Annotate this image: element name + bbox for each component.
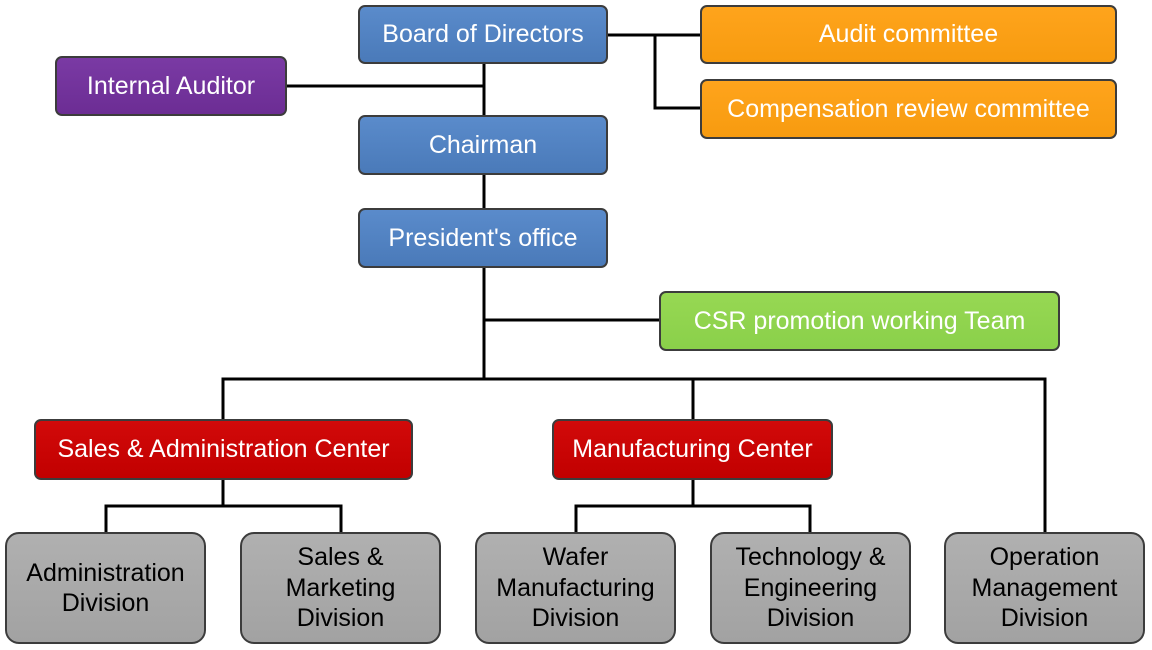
operation-management-division-line: Division [1000,604,1089,633]
sales-marketing-division-box: Sales & Marketing Division [240,532,441,644]
technology-engineering-division-line: Technology & [735,543,886,572]
wafer-manufacturing-division-line: Manufacturing [496,573,655,602]
compensation-review-committee-label: Compensation review committee [727,94,1090,123]
sales-administration-center-label: Sales & Administration Center [57,435,390,464]
manufacturing-center-label: Manufacturing Center [572,435,813,464]
sales-administration-center-box: Sales & Administration Center [34,419,413,480]
technology-engineering-division-box: Technology & Engineering Division [710,532,911,644]
csr-promotion-team-box: CSR promotion working Team [659,291,1060,351]
administration-division-line: Division [61,589,150,617]
technology-engineering-division-label: Technology & Engineering Division [735,542,885,634]
sales-marketing-division-label: Sales & Marketing Division [286,542,396,634]
internal-auditor-box: Internal Auditor [55,56,287,116]
technology-engineering-division-line: Division [766,604,855,633]
operation-management-division-label: Operation Management Division [972,542,1118,634]
chairman-label: Chairman [428,130,538,159]
wafer-manufacturing-division-box: Wafer Manufacturing Division [475,532,676,644]
administration-division-line: Administration [26,558,185,587]
sales-marketing-division-line: Sales & [297,543,384,572]
compensation-review-committee-box: Compensation review committee [700,79,1117,139]
wafer-manufacturing-division-line: Division [531,604,620,633]
administration-division-box: Administration Division [5,532,206,644]
technology-engineering-division-line: Engineering [743,573,878,602]
internal-auditor-label: Internal Auditor [86,71,256,100]
chairman-box: Chairman [358,115,608,175]
operation-management-division-line: Management [971,573,1118,602]
manufacturing-center-box: Manufacturing Center [552,419,833,480]
sales-marketing-division-line: Division [296,604,385,633]
audit-committee-box: Audit committee [700,5,1117,64]
presidents-office-label: President's office [388,223,578,252]
wafer-manufacturing-division-label: Wafer Manufacturing Division [496,542,654,634]
administration-division-label: Administration Division [26,558,184,619]
presidents-office-box: President's office [358,208,608,268]
operation-management-division-line: Operation [989,543,1100,572]
wafer-manufacturing-division-line: Wafer [542,543,609,572]
sales-marketing-division-line: Marketing [285,573,396,602]
csr-promotion-team-label: CSR promotion working Team [693,306,1026,335]
board-of-directors-label: Board of Directors [382,20,584,49]
audit-committee-label: Audit committee [818,20,999,49]
operation-management-division-box: Operation Management Division [944,532,1145,644]
board-of-directors-box: Board of Directors [358,5,608,64]
